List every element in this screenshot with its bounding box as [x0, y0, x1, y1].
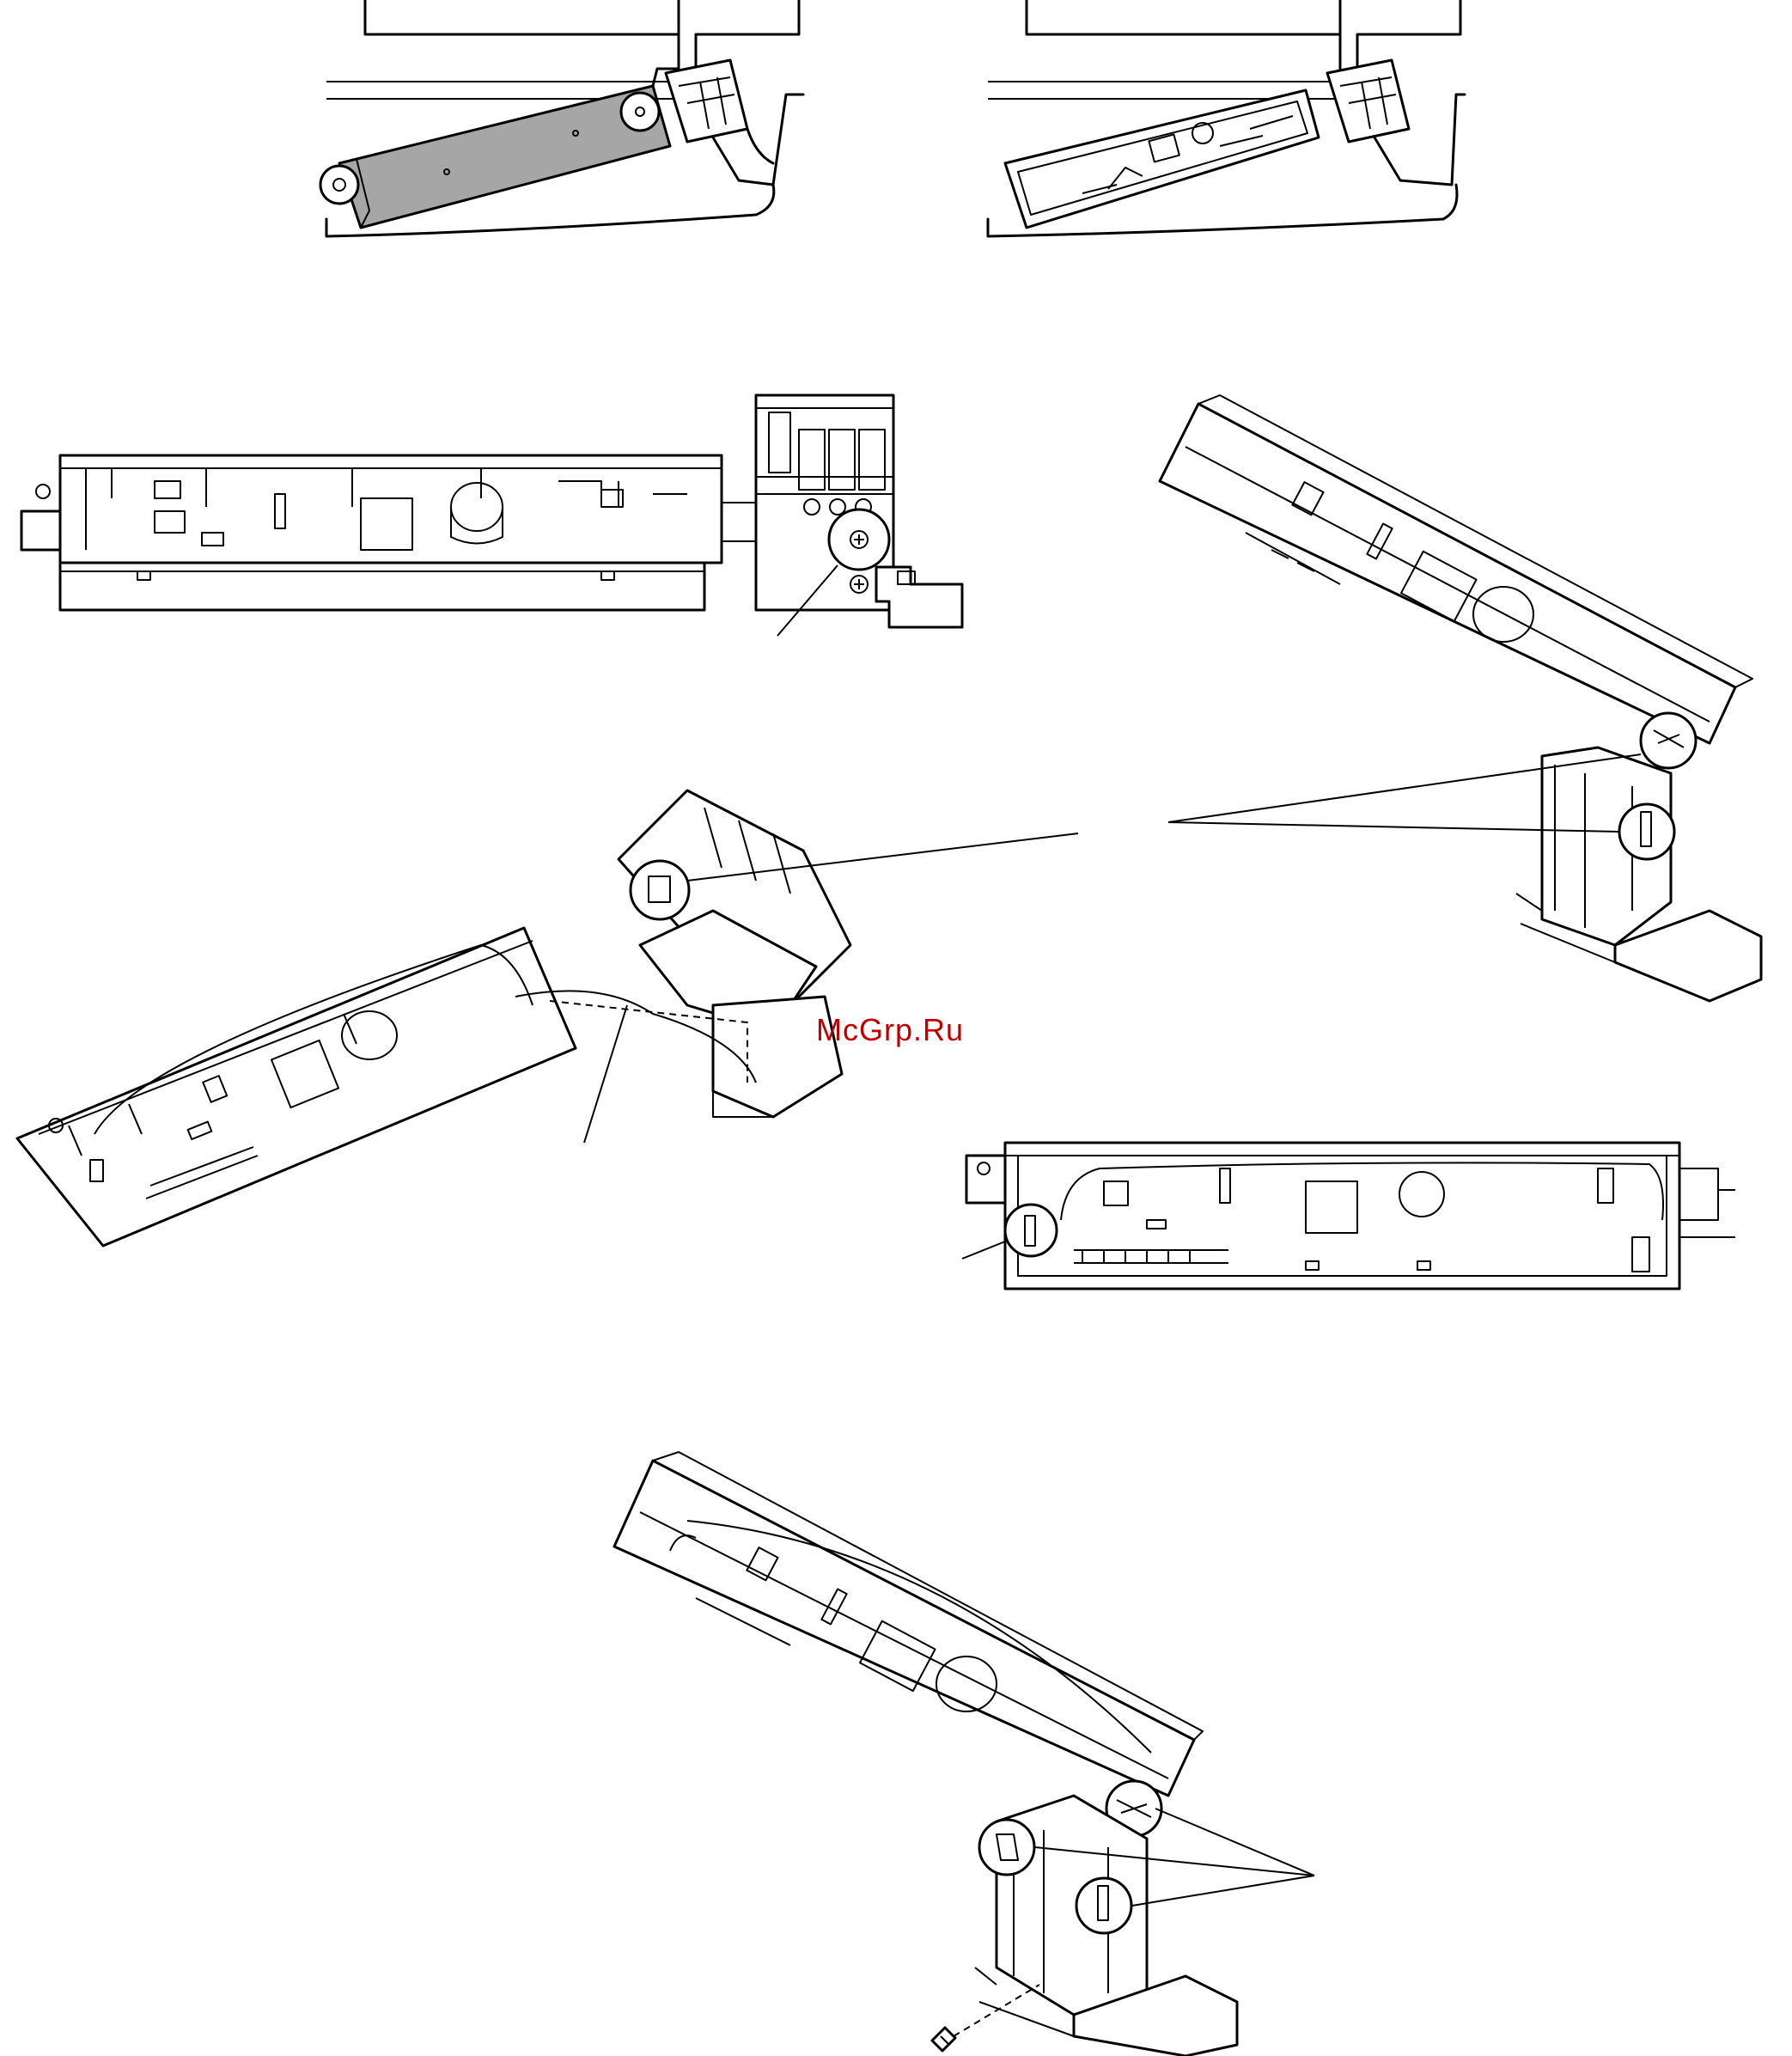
figure-1-cover-closed — [320, 0, 803, 236]
clip-highlight-upper — [1641, 713, 1696, 768]
screw-highlight-left — [320, 166, 358, 204]
clip-highlight-fig5 — [631, 861, 689, 919]
figure-3-side-view — [21, 395, 962, 636]
watermark-text: McGrp.Ru — [816, 1012, 964, 1048]
figure-7-removal — [614, 1452, 1314, 2056]
leader-line-wire-fig5 — [584, 1005, 627, 1143]
figure-4-tilted — [1160, 395, 1761, 1001]
clip-highlight-fig7-left — [979, 1820, 1034, 1875]
leader-line-fig6 — [962, 1242, 1005, 1259]
clip-highlight-fig6 — [1005, 1205, 1057, 1256]
screw-path — [954, 1985, 1039, 2036]
figure-2-cover-open — [988, 0, 1465, 236]
screw-highlight-right — [621, 93, 659, 131]
figure-6-front-view — [962, 1143, 1735, 1289]
leader-line-fig7-a — [1155, 1809, 1314, 1876]
leader-line-fig7-c — [1132, 1876, 1314, 1906]
